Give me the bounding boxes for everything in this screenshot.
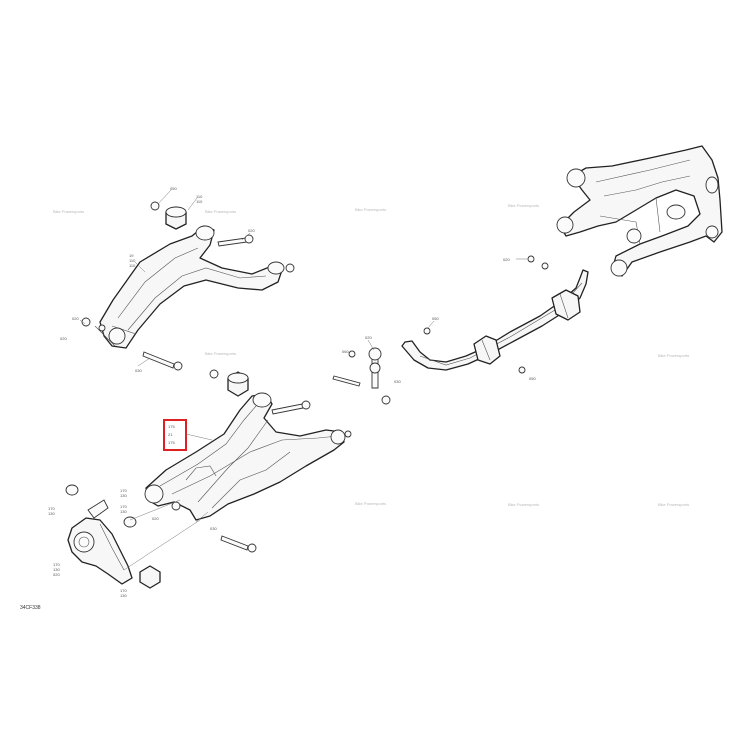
callout-label: 110: [129, 263, 136, 268]
callout-label: 110: [196, 199, 203, 204]
watermark: Bike Powersports: [355, 501, 386, 506]
upper-arm-pivot-bolt[interactable]: [142, 351, 183, 371]
watermark: Bike Powersports: [508, 203, 539, 208]
callout-label: 170: [53, 562, 60, 567]
watermark: Bike Powersports: [53, 209, 84, 214]
sway-bar-clamp[interactable]: [423, 255, 549, 374]
callout-label: 020: [53, 572, 60, 577]
watermark: Bike Powersports: [355, 207, 386, 212]
figure-reference: 34CF338: [20, 605, 41, 611]
highlighted-callout[interactable]: 175 21 175: [163, 419, 213, 451]
callout-label: 170: [120, 588, 127, 593]
highlight-label: 175: [168, 440, 175, 445]
callout-label: 020: [72, 316, 79, 321]
callout-label: 030: [135, 368, 142, 373]
callout-label: 020: [248, 228, 255, 233]
callout-label: 030: [210, 526, 217, 531]
rear-frame-assembly[interactable]: [556, 145, 723, 277]
callout-label: 130: [120, 593, 127, 598]
callout-label: 020: [503, 257, 510, 262]
callout-label: 050: [529, 376, 536, 381]
sway-bar-callouts: 020 050 020 060 030 050: [342, 257, 536, 384]
callout-label: 030: [394, 379, 401, 384]
callout-label: 110: [129, 258, 136, 263]
lower-arm-bolt[interactable]: [220, 400, 311, 553]
callout-label: 020: [60, 336, 67, 341]
callout-label: 020: [365, 335, 372, 340]
knuckle-callouts: 170 130 170 130 170 130 170 130 020 170 …: [48, 488, 127, 598]
upper-arm-mount-bolt[interactable]: [217, 234, 295, 273]
upper-arm-bushing[interactable]: [150, 201, 187, 230]
lower-arm-bushing[interactable]: [171, 369, 249, 511]
callout-label: 050: [170, 186, 177, 191]
lower-control-arm[interactable]: [144, 392, 352, 521]
callout-label: 19: [129, 253, 134, 258]
sway-bar-bushing[interactable]: [473, 289, 581, 365]
watermarks: Bike Powersports Bike Powersports Bike P…: [53, 203, 689, 507]
sway-bar-link[interactable]: [332, 347, 391, 405]
watermark: Bike Powersports: [205, 209, 236, 214]
upper-control-arm[interactable]: [94, 225, 285, 349]
callout-label: 130: [120, 493, 127, 498]
callout-label: 110: [196, 194, 203, 199]
watermark: Bike Powersports: [508, 502, 539, 507]
callout-label: 130: [53, 567, 60, 572]
callout-label: 050: [432, 316, 439, 321]
upper-arm-callouts: 050 110 110 020 19 110 110 020 020 030: [60, 186, 255, 373]
callout-label: 130: [120, 509, 127, 514]
callout-label: 060: [342, 349, 349, 354]
lower-arm-callouts: 020 030: [152, 511, 217, 531]
watermark: Bike Powersports: [658, 353, 689, 358]
highlight-label: 21: [168, 432, 173, 437]
callout-label: 170: [48, 506, 55, 511]
highlight-label: 175: [168, 424, 175, 429]
upper-arm-nut[interactable]: [81, 317, 106, 332]
watermark: Bike Powersports: [658, 502, 689, 507]
callout-label: 130: [48, 511, 55, 516]
callout-label: 020: [152, 516, 159, 521]
knuckle[interactable]: [65, 484, 201, 589]
callout-label: 170: [120, 504, 127, 509]
callout-label: 170: [120, 488, 127, 493]
watermark: Bike Powersports: [205, 351, 236, 356]
